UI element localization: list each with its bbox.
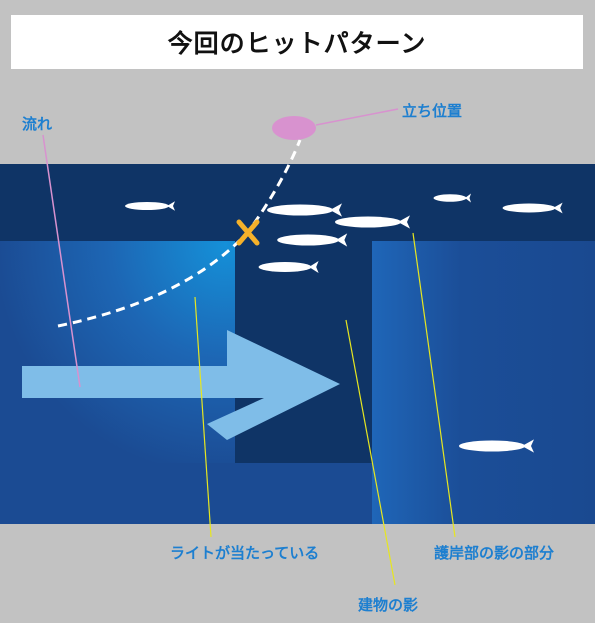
title-box: 今回のヒットパターン	[11, 15, 583, 69]
seawall-water-area	[372, 241, 595, 524]
light-label: ライトが当たっている	[170, 544, 320, 562]
current-arrow	[22, 330, 340, 440]
fish-school	[125, 193, 563, 453]
current-leader-line	[42, 134, 81, 388]
fish-icon	[335, 215, 410, 229]
seawall-shadow-label: 護岸部の影の部分	[434, 544, 555, 562]
fish-icon	[258, 261, 319, 273]
building-shadow-label: 建物の影	[358, 596, 419, 614]
fish-icon	[125, 201, 175, 211]
fish-icon	[277, 233, 348, 247]
page-title: 今回のヒットパターン	[167, 29, 427, 58]
standing-position-label: 立ち位置	[402, 102, 463, 120]
building-leader-line	[345, 319, 396, 586]
fish-icon	[267, 203, 342, 217]
fish-icon	[433, 193, 471, 203]
fish-icon	[459, 439, 534, 453]
current-label: 流れ	[22, 115, 53, 133]
seawall-leader-line	[412, 232, 456, 538]
light-leader-line	[194, 296, 212, 538]
hit-point-x-icon	[236, 219, 260, 246]
fish-icon	[502, 202, 563, 214]
standing-position-marker	[272, 116, 316, 140]
position-leader-line	[315, 108, 399, 126]
